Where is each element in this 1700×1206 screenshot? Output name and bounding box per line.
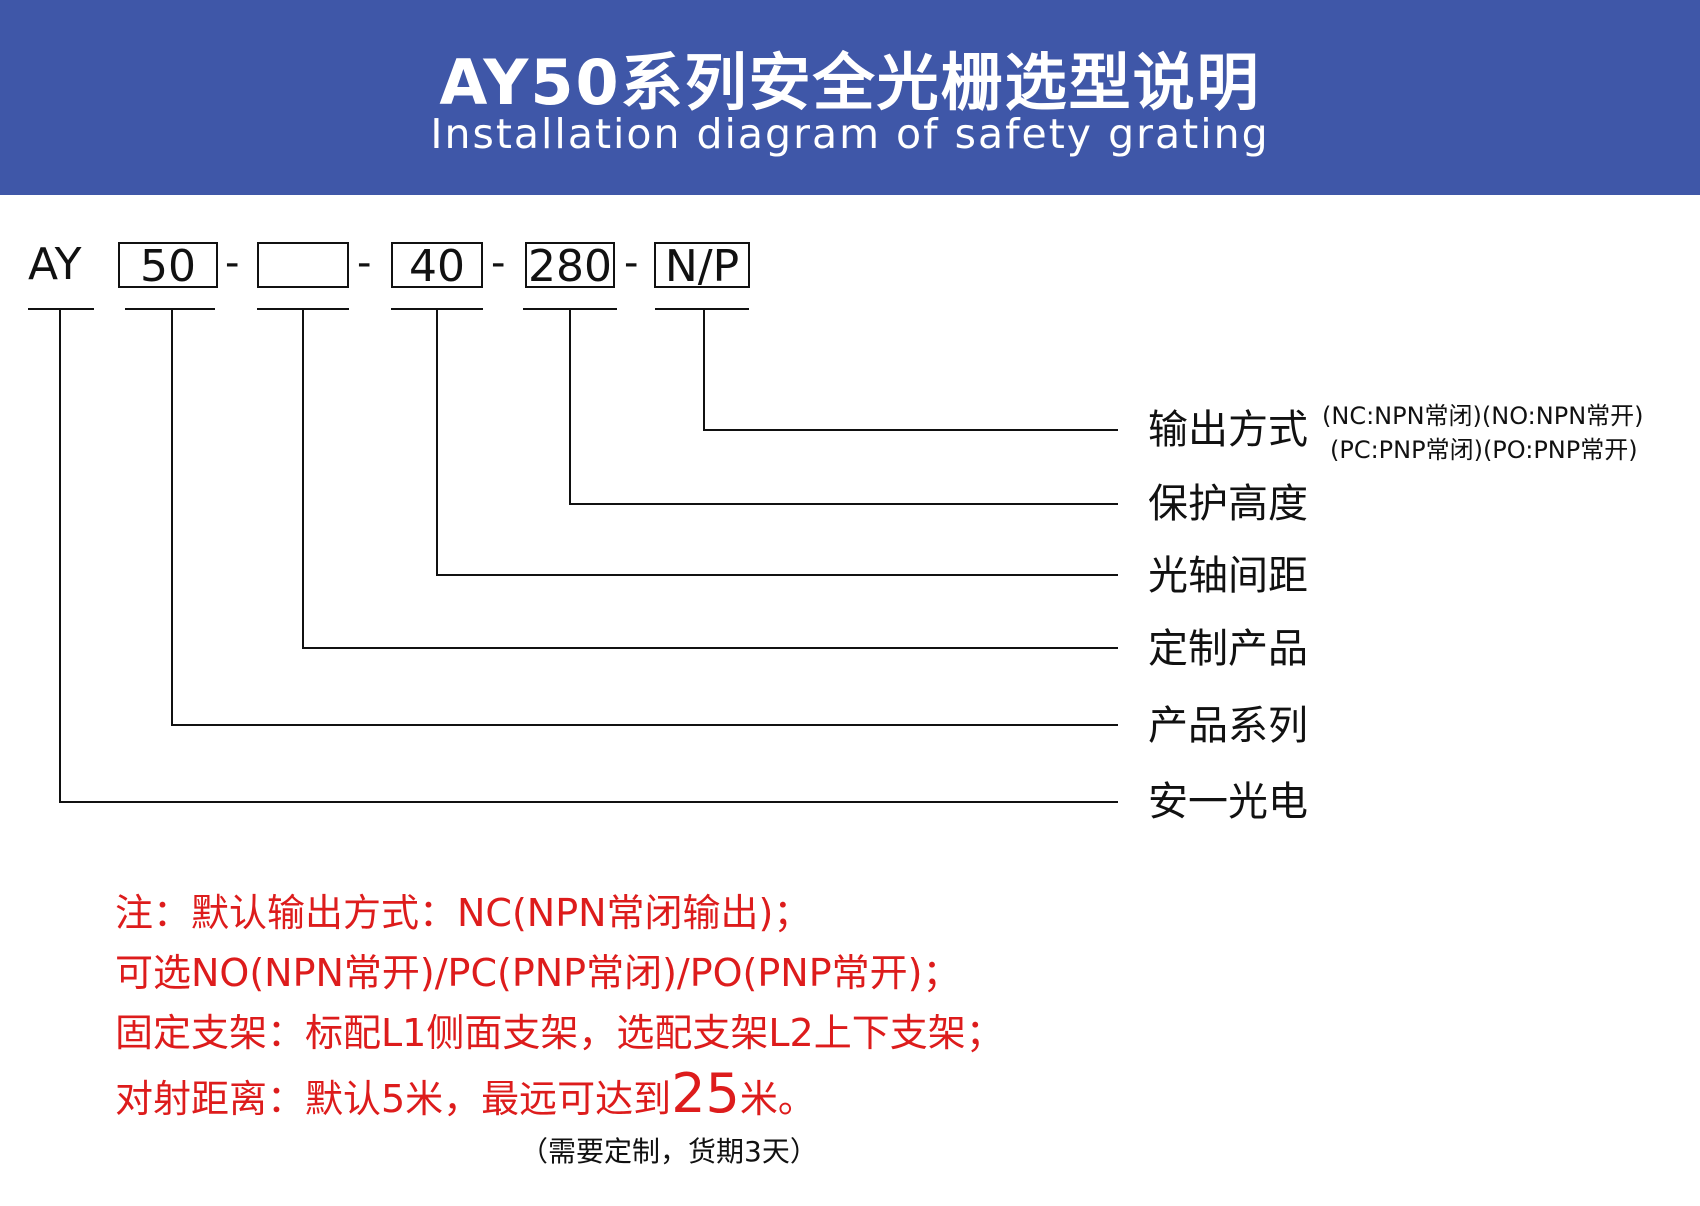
note-line-4-prefix: 对射距离：默认5米，最远可达到 xyxy=(115,1077,672,1121)
connector-product-series xyxy=(171,309,1118,726)
label-custom-product: 定制产品 xyxy=(1148,626,1308,672)
note-line-4-suffix: 米。 xyxy=(739,1077,816,1121)
page-subtitle: Installation diagram of safety grating xyxy=(430,110,1270,158)
connector-custom-product xyxy=(302,309,1118,649)
connector-brand xyxy=(59,309,1118,803)
connector-protection-height xyxy=(569,309,1118,505)
output-options-line2: (PC:PNP常闭)(PO:PNP常开) xyxy=(1330,436,1638,464)
note-line-2: 可选NO(NPN常开)/PC(PNP常闭)/PO(PNP常开)； xyxy=(115,951,961,995)
code-part-output: N/P xyxy=(654,242,750,290)
code-part-spacing: 40 xyxy=(391,242,483,290)
code-separator: - xyxy=(624,240,639,286)
label-product-series: 产品系列 xyxy=(1148,703,1308,749)
code-separator: - xyxy=(225,240,240,286)
code-part-series: 50 xyxy=(118,242,218,290)
note-line-4-distance: 25 xyxy=(671,1062,740,1125)
connector-beam-spacing xyxy=(436,309,1118,576)
note-lead-time: （需要定制，货期3天） xyxy=(520,1135,818,1168)
code-part-brand: AY xyxy=(28,239,82,290)
code-part-custom xyxy=(257,242,349,288)
note-line-1: 注：默认输出方式：NC(NPN常闭输出)； xyxy=(115,891,812,935)
label-brand: 安一光电 xyxy=(1148,779,1308,825)
note-line-4: 对射距离：默认5米，最远可达到25米。 xyxy=(115,1062,816,1125)
label-output-mode: 输出方式 xyxy=(1148,407,1308,453)
page-title: AY50系列安全光栅选型说明 xyxy=(439,46,1261,119)
note-line-3: 固定支架：标配L1侧面支架，选配支架L2上下支架； xyxy=(115,1011,1004,1055)
code-separator: - xyxy=(491,240,506,286)
label-beam-spacing: 光轴间距 xyxy=(1148,553,1308,599)
code-part-height: 280 xyxy=(525,242,615,290)
label-protection-height: 保护高度 xyxy=(1148,481,1308,527)
output-options-line1: (NC:NPN常闭)(NO:NPN常开) xyxy=(1322,402,1644,430)
header-banner: AY50系列安全光栅选型说明 Installation diagram of s… xyxy=(0,0,1700,195)
code-separator: - xyxy=(357,240,372,286)
connector-output-mode xyxy=(703,309,1118,431)
